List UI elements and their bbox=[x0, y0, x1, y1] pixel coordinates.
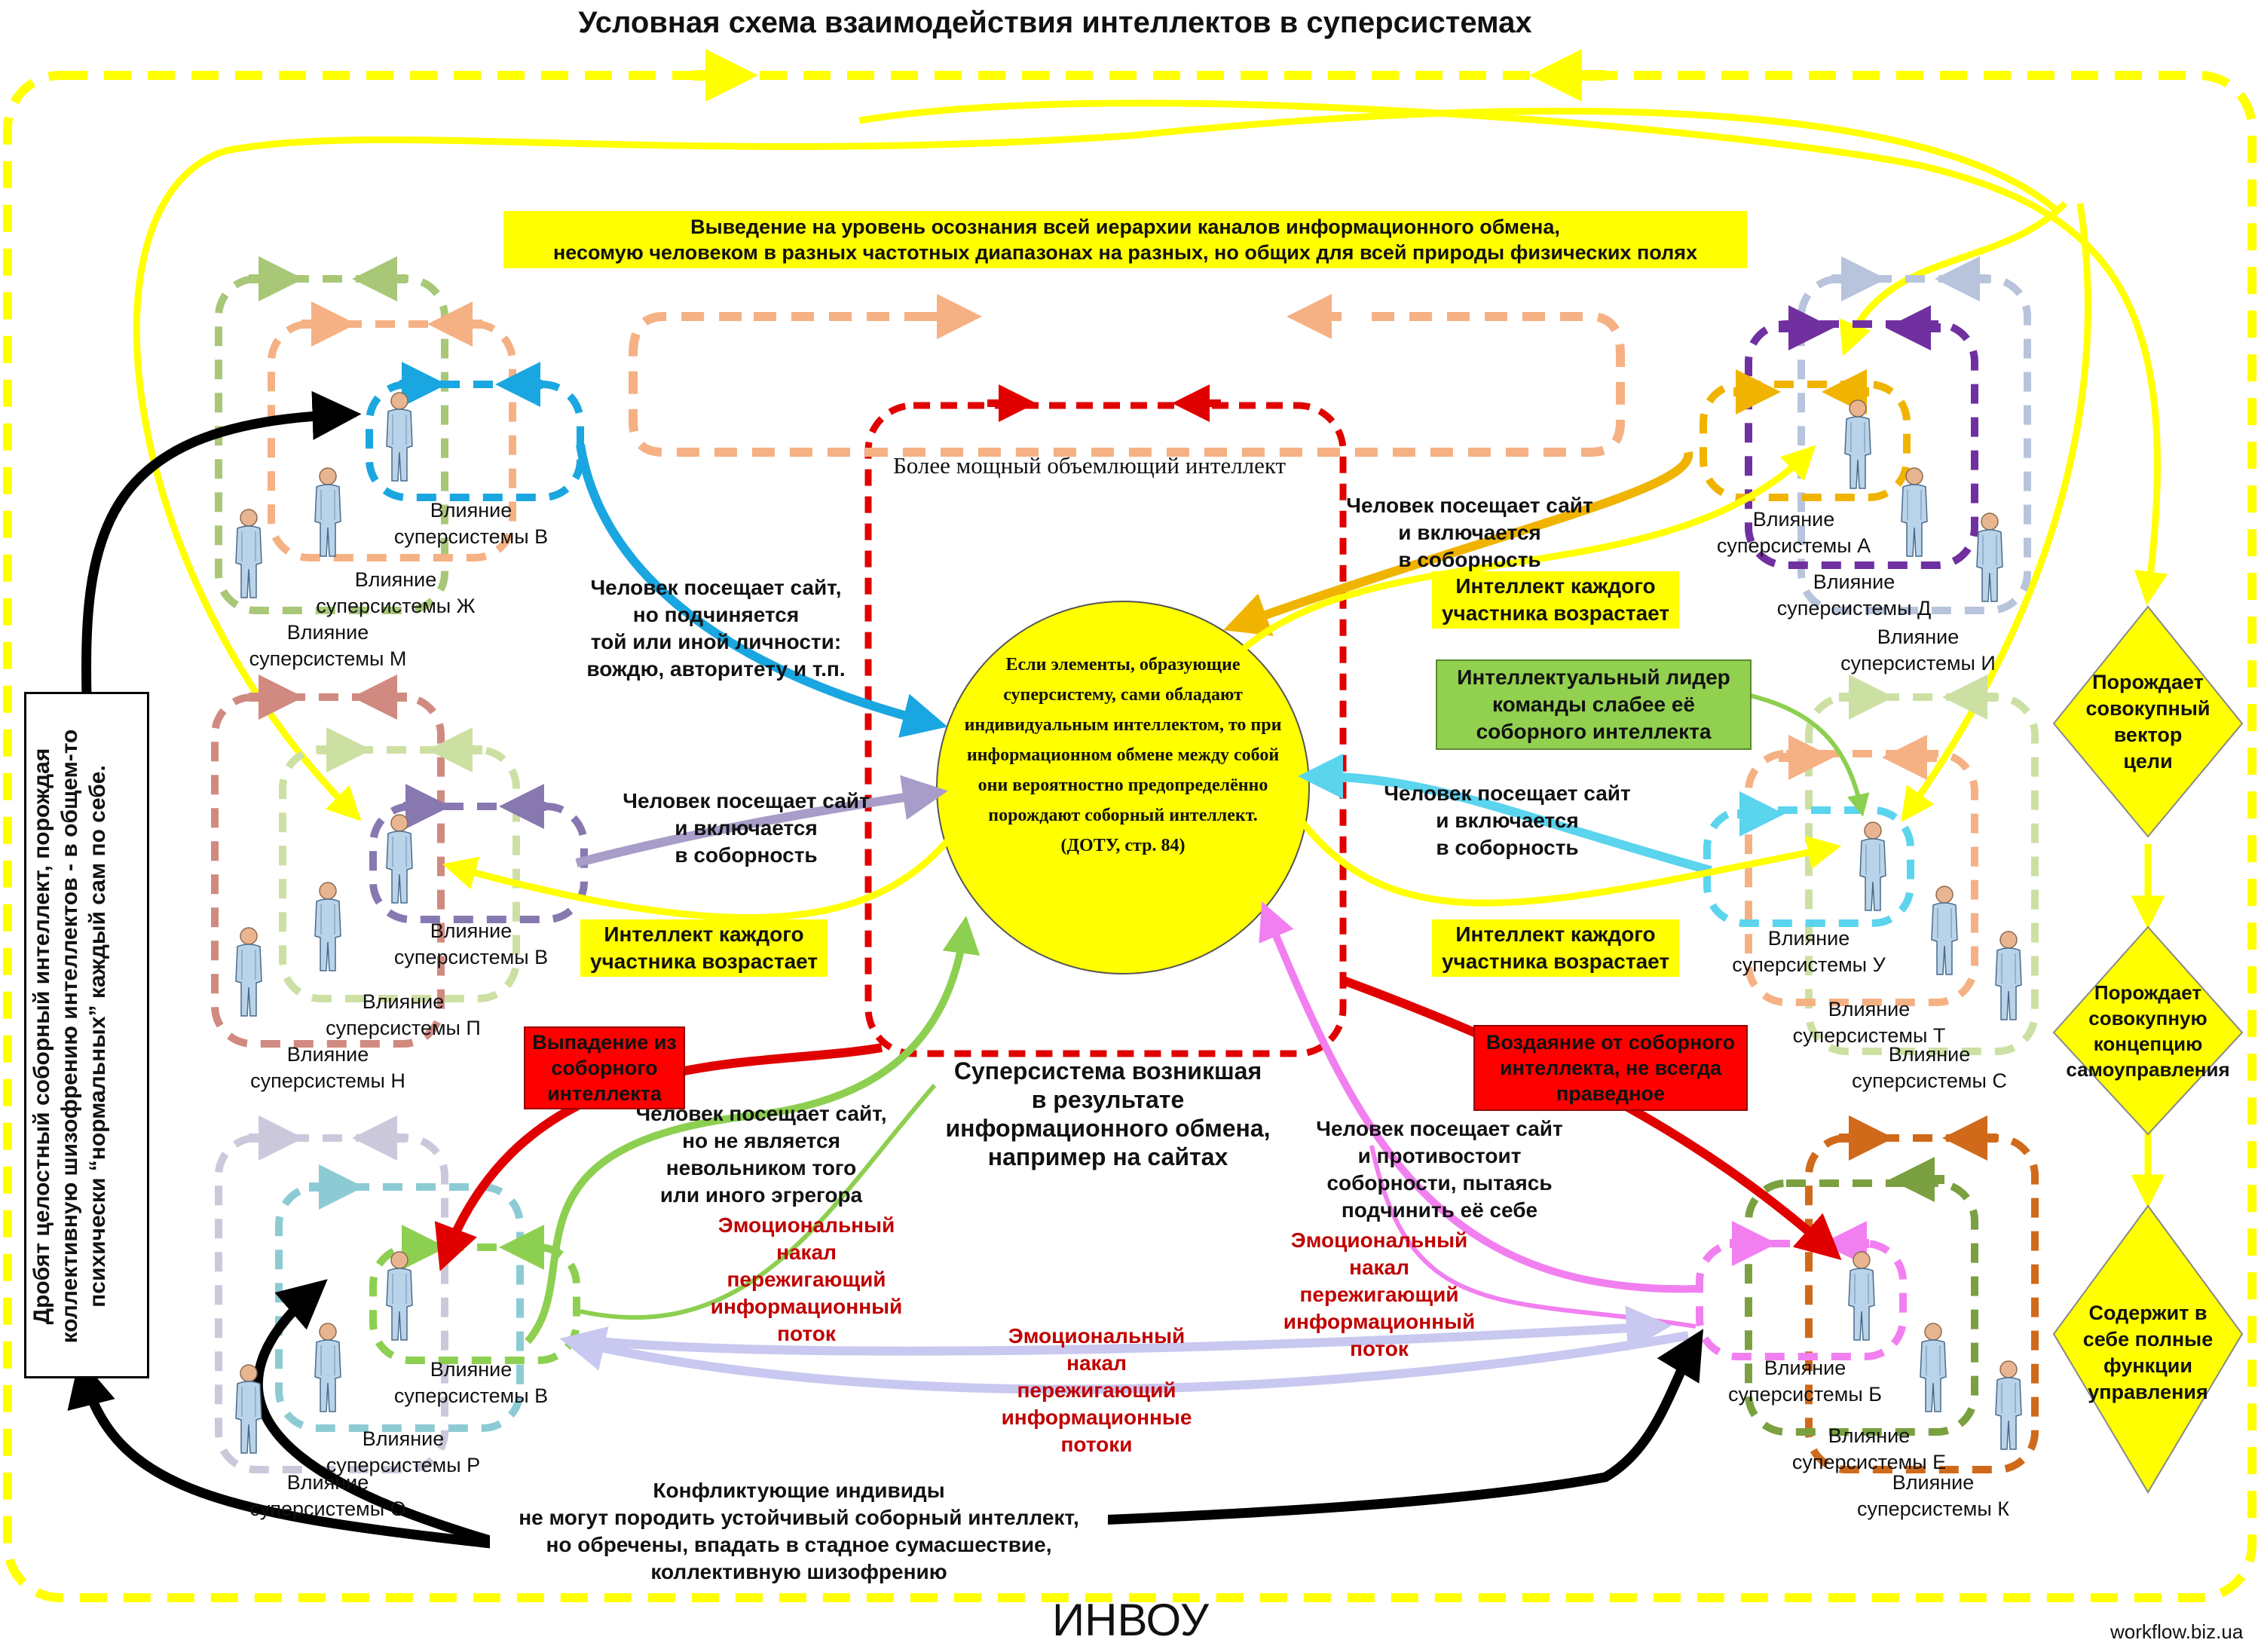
diamond-concept bbox=[2052, 925, 2244, 1136]
diamond-goal-vector bbox=[2052, 605, 2244, 838]
yellow-arc-left bbox=[133, 107, 2060, 821]
side-note: Дробят целостный соборный интеллект, пор… bbox=[29, 729, 110, 1344]
note-submits: Человек посещает сайт, но подчиняется то… bbox=[586, 576, 846, 681]
connections bbox=[67, 390, 1870, 1550]
diamond-goal-vector-text: Порождает совокупный вектор цели bbox=[2085, 671, 2211, 772]
influence-o: Влияние суперсистемы О bbox=[249, 1471, 406, 1520]
label-grows-left: Интеллект каждого участника возрастает bbox=[580, 919, 828, 977]
note-joins-top-right: Человек посещает сайт и включается в соб… bbox=[1346, 494, 1593, 571]
note-opposes: Человек посещает сайт и противостоит соб… bbox=[1316, 1117, 1563, 1222]
outer-frame bbox=[3, 71, 2256, 1602]
influence-n: Влияние суперсистемы Н bbox=[250, 1043, 405, 1092]
influence-e: Влияние суперсистемы Е bbox=[1791, 1424, 1947, 1473]
emotional-1: Эмоциональный накал пережигающий информа… bbox=[710, 1213, 903, 1345]
cluster-top-left bbox=[215, 275, 584, 614]
side-note-box bbox=[24, 692, 149, 1378]
influence-s: Влияние суперсистемы С bbox=[1852, 1043, 2007, 1092]
influence-zh: Влияние суперсистемы Ж bbox=[316, 568, 476, 617]
yellow-arc-right bbox=[858, 99, 2168, 606]
influence-r: Влияние суперсистемы Р bbox=[326, 1427, 481, 1476]
emotional-2: Эмоциональный накал пережигающий информа… bbox=[1283, 1228, 1476, 1360]
influence-u: Влияние суперсистемы У bbox=[1732, 927, 1886, 976]
supersystem-caption: Суперсистема возникшая в результате инфо… bbox=[945, 1057, 1271, 1170]
website-link[interactable]: workflow.biz.ua bbox=[2110, 1620, 2244, 1643]
diamond-control-text: Содержит в себе полные функции управлени… bbox=[2082, 1302, 2214, 1403]
cluster-top-right bbox=[1700, 275, 2031, 614]
influence-v2: Влияние суперсистемы В bbox=[393, 919, 549, 968]
footer-brand: ИНВОУ bbox=[1052, 1595, 1209, 1645]
center-quote: Если элементы, образующие суперсистему, … bbox=[964, 655, 1282, 855]
influence-m: Влияние суперсистемы М bbox=[249, 621, 407, 670]
influence-p: Влияние суперсистемы П bbox=[326, 990, 481, 1039]
influence-b: Влияние суперсистемы Б bbox=[1727, 1357, 1882, 1406]
cluster-bottom-left bbox=[215, 1134, 580, 1473]
page-title: Условная схема взаимодействия интеллекто… bbox=[578, 6, 1532, 39]
diamond-concept-text: Порождает совокупную концепцию самоуправ… bbox=[2066, 981, 2230, 1081]
note-not-egregor: Человек посещает сайт, но не является не… bbox=[635, 1102, 887, 1207]
influence-v3: Влияние суперсистемы В bbox=[393, 1358, 549, 1407]
influence-k: Влияние суперсистемы К bbox=[1856, 1471, 2009, 1520]
outer-intellect-label: Более мощный объемлющий интеллект bbox=[893, 452, 1287, 479]
label-grows-right: Интеллект каждого участника возрастает bbox=[1432, 919, 1679, 977]
influence-t: Влияние суперсистемы Т bbox=[1792, 998, 1946, 1047]
banner: Выведение на уровень осознания всей иера… bbox=[503, 211, 1747, 268]
note-joins-right: Человек посещает сайт и включается в соб… bbox=[1384, 782, 1631, 859]
red-box-reward: Воздаяние от соборного интеллекта, не вс… bbox=[1473, 1025, 1748, 1111]
influence-v1: Влияние суперсистемы В bbox=[393, 499, 549, 548]
red-box-dropout: Выпадение из соборного интеллекта bbox=[524, 1026, 685, 1109]
note-conflict: Конфликтующие индивиды не могут породить… bbox=[490, 1477, 1108, 1586]
label-grows-top-right: Интеллект каждого участника возрастает bbox=[1432, 571, 1679, 629]
note-joins-left: Человек посещает сайт и включается в соб… bbox=[623, 789, 870, 867]
emotional-3: Эмоциональный накал пережигающий информа… bbox=[1001, 1324, 1192, 1456]
cluster-bottom-right bbox=[1696, 1134, 2039, 1473]
supersystem-boundary bbox=[864, 402, 1347, 1057]
influence-i: Влияние суперсистемы И bbox=[1840, 626, 1996, 675]
cluster-mid-right bbox=[1703, 693, 2039, 1055]
cluster-arrows bbox=[249, 256, 1997, 1270]
leader-box: Интеллектуальный лидер команды слабее её… bbox=[1436, 659, 1752, 750]
salmon-loop bbox=[629, 312, 1625, 457]
diamond-control bbox=[2052, 1204, 2244, 1494]
influence-d: Влияние суперсистемы Д bbox=[1776, 571, 1932, 620]
influence-a: Влияние суперсистемы А bbox=[1716, 508, 1871, 557]
